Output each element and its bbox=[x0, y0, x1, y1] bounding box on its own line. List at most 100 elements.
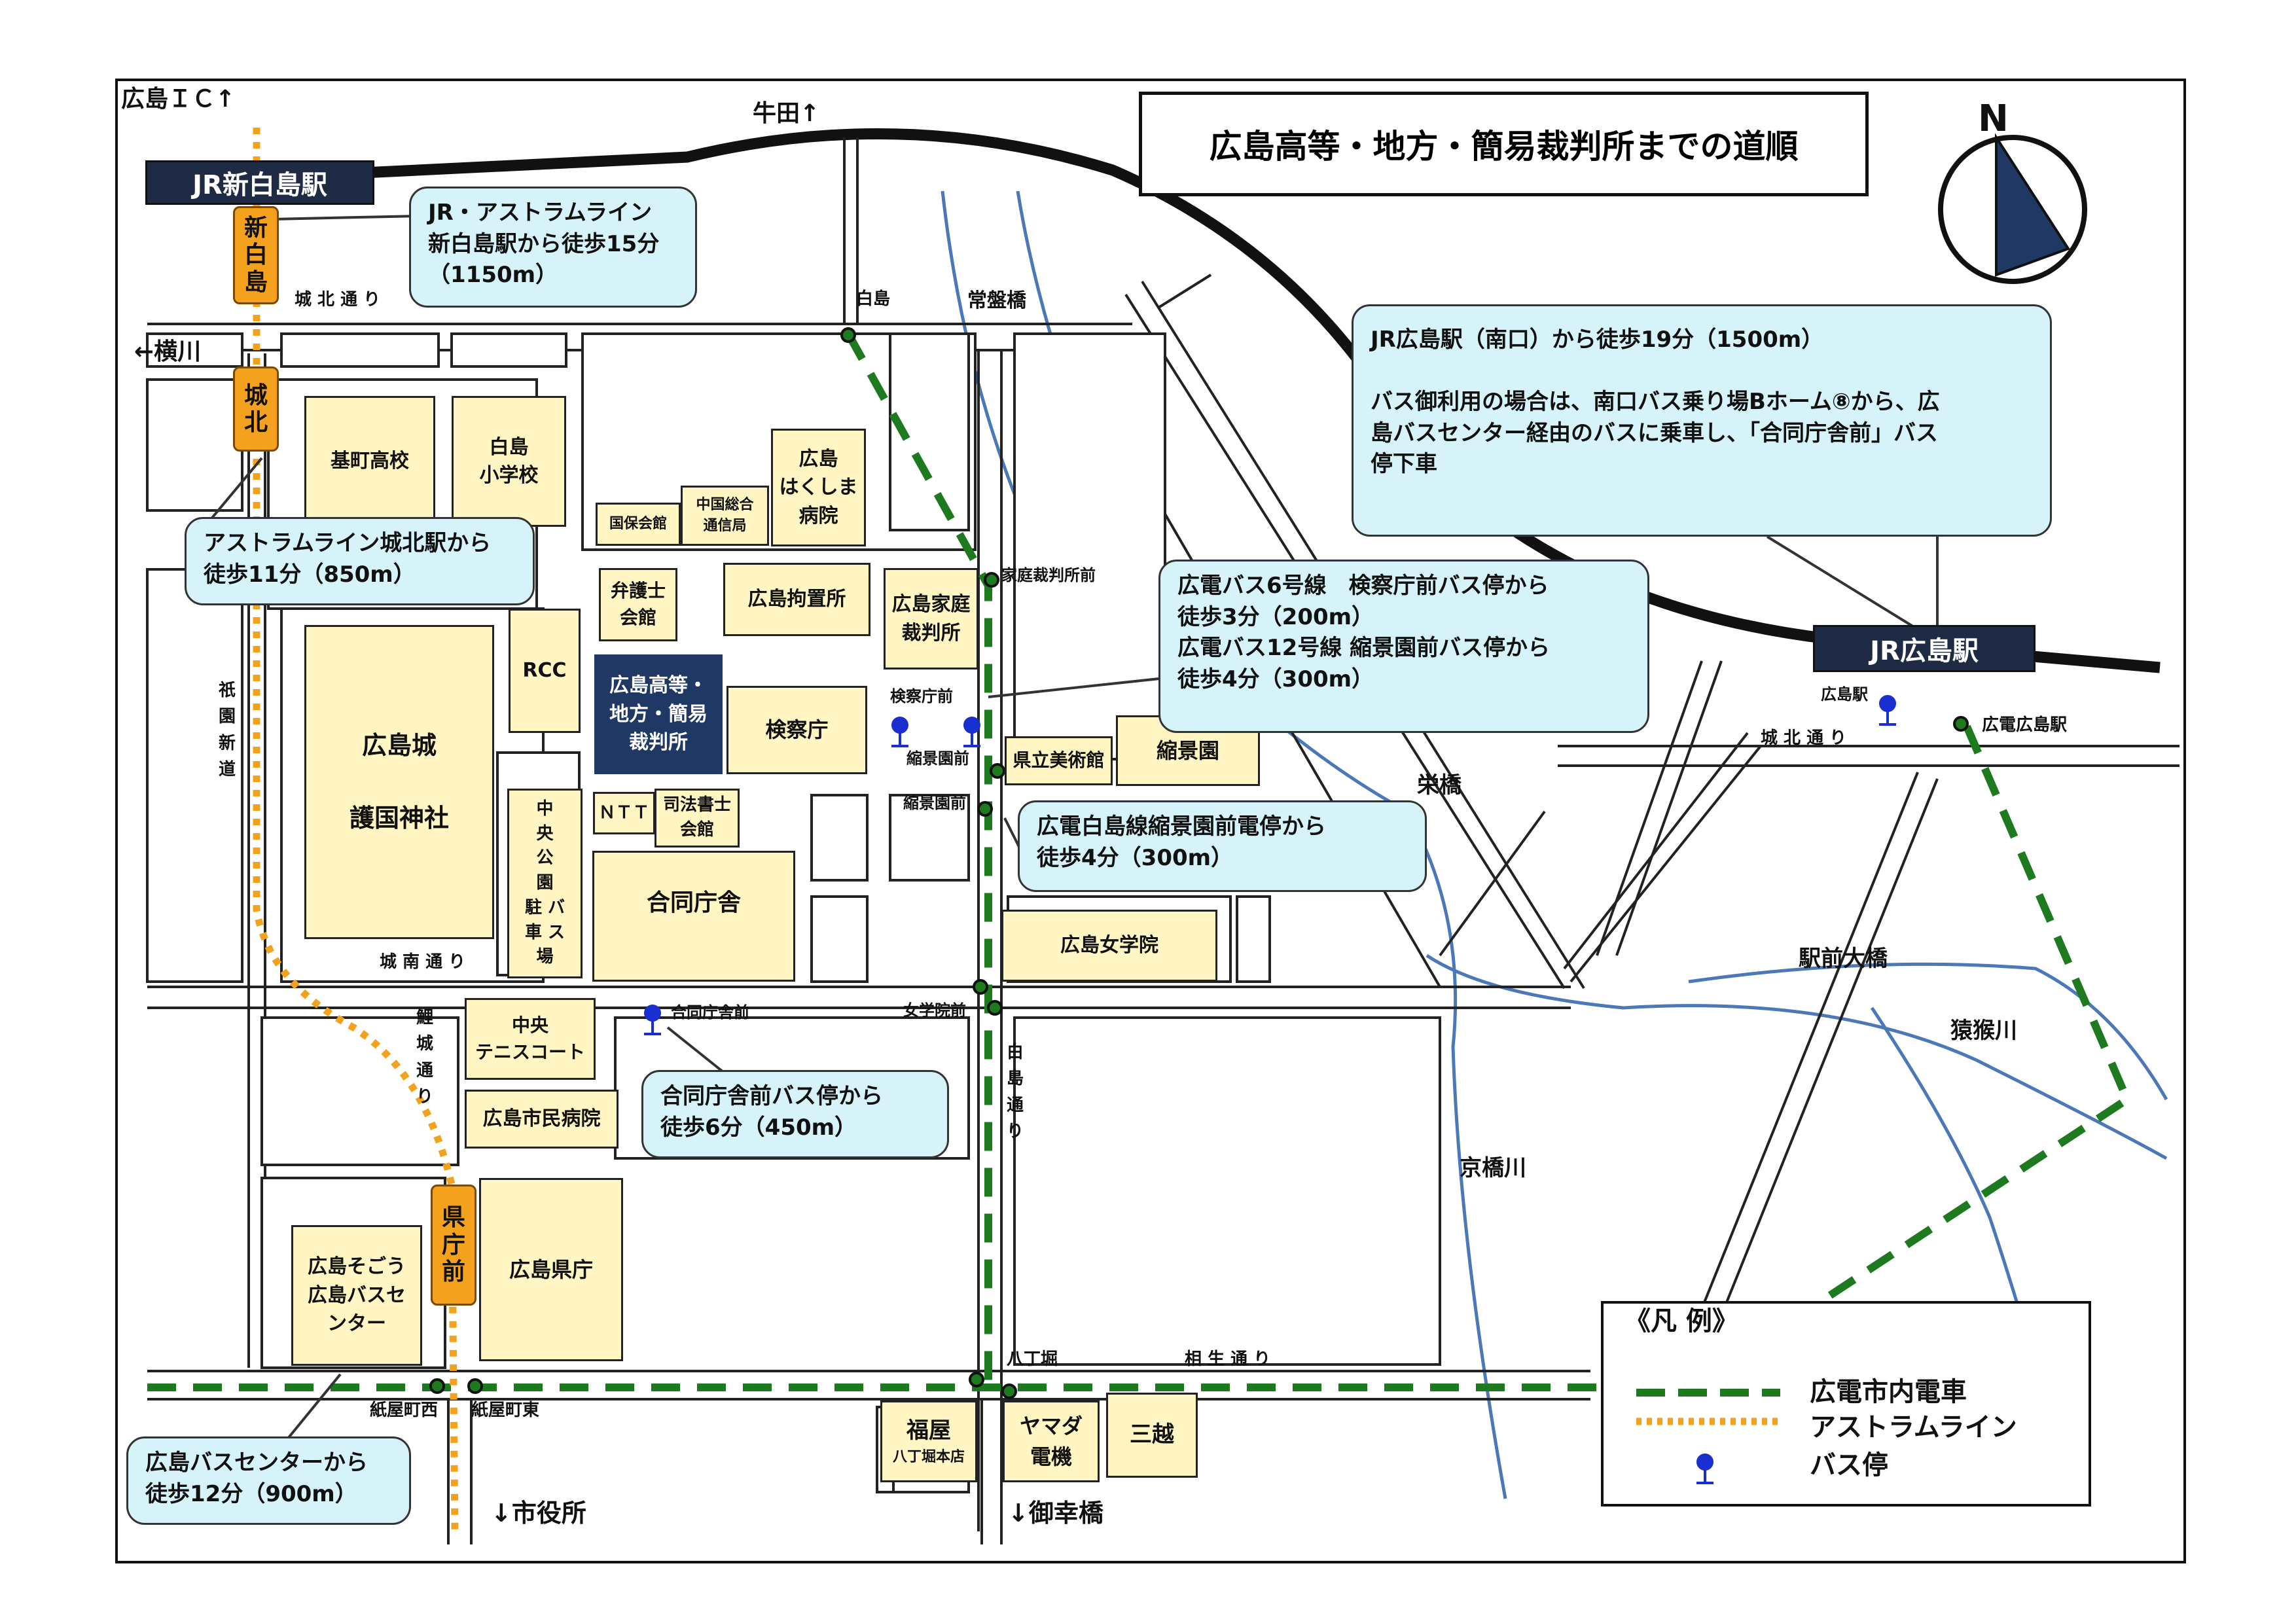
place-hiroden-hiroshima-eki: 広電広島駅 bbox=[1982, 715, 2068, 735]
tram-stop-kamiyacho-w bbox=[429, 1378, 445, 1394]
tram-stop-hakushima bbox=[840, 327, 856, 343]
street-rijo: 鯉 城 通 り bbox=[416, 1008, 434, 1107]
legend-item-tram: 広電市内電車 bbox=[1810, 1377, 1967, 1407]
callout-godochosha-bus: 合同庁舎前バス停から 徒歩6分（450m） bbox=[641, 1070, 949, 1158]
place-jogakuinmae: 女学院前 bbox=[903, 1001, 966, 1020]
north-arrow-icon bbox=[1938, 133, 2087, 284]
fukuya-name: 福屋 bbox=[906, 1417, 951, 1444]
callout-hiroden-bus: 広電バス6号線 検察庁前バス停から 徒歩3分（200m） 広電バス12号線 縮景… bbox=[1158, 560, 1649, 733]
place-shukkeienmae-1: 縮景園前 bbox=[906, 749, 969, 768]
building-fukuya: 福屋 八丁堀本店 bbox=[880, 1400, 977, 1482]
direction-ushita: 牛田↑ bbox=[753, 100, 820, 127]
astram-line bbox=[253, 128, 459, 1532]
callout-jr-hiroshima: JR広島駅（南口）から徒歩19分（1500m） バス御利用の場合は、南口バス乗り… bbox=[1352, 304, 2052, 537]
river-line bbox=[1688, 962, 2168, 1101]
tram-stop-shukkeien bbox=[990, 763, 1005, 779]
building-shihoshoshi-kaikan: 司法書士 会館 bbox=[655, 789, 740, 847]
bus-stop-icon bbox=[1696, 1454, 1713, 1484]
place-kensatsuchomae: 検察庁前 bbox=[890, 687, 953, 705]
tram-stop-jogakuin bbox=[973, 979, 988, 995]
place-ekimae-ohashi: 駅前大橋 bbox=[1799, 946, 1888, 972]
building-mitsukoshi: 三越 bbox=[1106, 1393, 1198, 1478]
place-kyobashigawa: 京橋川 bbox=[1460, 1155, 1526, 1181]
callout-hiroden-tram: 広電白島線縮景園前電停から 徒歩4分（300m） bbox=[1018, 800, 1427, 892]
bus-stop-icon bbox=[1879, 695, 1896, 726]
tram-stop-hatchobori2 bbox=[1001, 1383, 1017, 1399]
building-yamada: ヤマダ 電機 bbox=[1003, 1400, 1100, 1482]
tram-stop-katei bbox=[984, 572, 999, 588]
bus-stop-icon bbox=[644, 1005, 661, 1035]
building-ntt: ＮＴＴ bbox=[593, 792, 655, 834]
bus-stop-icon bbox=[891, 717, 908, 747]
street-johoku-east: 城 北 通 り bbox=[1761, 728, 1847, 748]
legend-title: 《凡 例》 bbox=[1624, 1306, 1738, 1336]
place-hiroshima-eki-stop: 広島駅 bbox=[1821, 685, 1868, 704]
building-shimin-hospital: 広島市民病院 bbox=[465, 1090, 619, 1149]
callout-shinhakushima: JR・アストラムライン 新白島駅から徒歩15分 （1150m） bbox=[409, 187, 697, 308]
building-kenritsu-bijutsukan: 県立美術館 bbox=[1005, 736, 1113, 785]
jr-railway-line bbox=[147, 128, 2161, 673]
map-title: 広島高等・地方・簡易裁判所までの道順 bbox=[1139, 92, 1869, 196]
tram-stop-kamiyacho-e bbox=[467, 1378, 483, 1394]
building-kokuho-kaikan: 国保会館 bbox=[596, 503, 681, 546]
building-sogo-bus-center: 広島そごう 広島バスセ ンター bbox=[291, 1225, 422, 1366]
station-astram-shinhakushima: 新 白 島 bbox=[233, 206, 279, 304]
tram-line-ekimae bbox=[1817, 724, 2132, 1306]
building-kochisho: 広島拘置所 bbox=[723, 563, 870, 636]
building-godochosha: 合同庁舎 bbox=[592, 851, 795, 982]
direction-yokogawa: ←横川 bbox=[134, 338, 202, 365]
place-godochoshamae: 合同庁舎前 bbox=[671, 1003, 749, 1022]
direction-hiroshima-ic: 広島ＩＣ↑ bbox=[121, 86, 236, 113]
station-jr-shinhakushima: JR新白島駅 bbox=[145, 160, 374, 205]
station-jr-hiroshima: JR広島駅 bbox=[1813, 625, 2036, 672]
street-hakushima: 白 島 通 り bbox=[1007, 1043, 1024, 1141]
tram-stop-jogakuin2 bbox=[987, 1000, 1003, 1016]
building-motomachi-hs: 基町高校 bbox=[304, 396, 435, 527]
place-shukkeienmae-2: 縮景園前 bbox=[903, 794, 966, 812]
place-katei-saibanshomae: 家庭裁判所前 bbox=[1001, 566, 1096, 584]
place-hakushima: 白島 bbox=[856, 289, 891, 309]
street-aioi: 相 生 通 り bbox=[1185, 1349, 1271, 1369]
tram-stop-hatchobori bbox=[969, 1372, 984, 1387]
building-rcc: RCC bbox=[509, 609, 581, 733]
place-tokiwabashi: 常盤橋 bbox=[967, 289, 1026, 312]
place-kamiyacho-higashi: 紙屋町東 bbox=[471, 1400, 540, 1420]
callout-pointers bbox=[195, 215, 1939, 1448]
tram-stop-shukkeien2 bbox=[977, 801, 993, 817]
legend-item-astram: アストラムライン bbox=[1810, 1412, 2017, 1442]
river-line bbox=[1426, 954, 2168, 1160]
legend-item-busstop: バス停 bbox=[1810, 1450, 1888, 1480]
building-chugoku-tsushinkyoku: 中国総合 通信局 bbox=[681, 486, 769, 546]
street-gion-shindo: 祇 園 新 道 bbox=[219, 681, 236, 779]
direction-miyukibashi: ↓御幸橋 bbox=[1008, 1499, 1103, 1527]
building-kencho: 広島県庁 bbox=[479, 1178, 623, 1361]
legend-box bbox=[1601, 1301, 2091, 1507]
callout-jyohoku: アストラムライン城北駅から 徒歩11分（850m） bbox=[185, 517, 535, 605]
callout-bus-center: 広島バスセンターから 徒歩12分（900m） bbox=[126, 1436, 411, 1525]
building-hakushima-hospital: 広島 はくしま 病院 bbox=[771, 429, 866, 546]
building-hakushima-es: 白島 小学校 bbox=[452, 396, 566, 527]
tram-stop-hiroden-eki bbox=[1953, 716, 1969, 732]
place-sakaebashi: 栄橋 bbox=[1417, 772, 1462, 798]
place-hatchobori: 八丁堀 bbox=[1007, 1349, 1058, 1369]
station-astram-kenchomae: 県 庁 前 bbox=[431, 1185, 476, 1306]
tram-stops bbox=[429, 327, 1969, 1399]
building-chuo-koen-parking: 中 央 公 園 駐 バ 車 ス 場 bbox=[507, 789, 583, 978]
building-jogakuin: 広島女学院 bbox=[1001, 910, 1217, 982]
street-jonan: 城 南 通 り bbox=[380, 952, 466, 972]
place-kamiyacho-nishi: 紙屋町西 bbox=[370, 1400, 439, 1420]
building-court: 広島高等・ 地方・簡易 裁判所 bbox=[594, 654, 723, 774]
building-bengoshi-kaikan: 弁護士 会館 bbox=[599, 568, 677, 641]
building-katei-saibansho: 広島家庭 裁判所 bbox=[884, 568, 978, 669]
bus-stop-icon bbox=[963, 717, 980, 747]
direction-shiyakusho: ↓市役所 bbox=[491, 1499, 586, 1527]
place-enkogawa: 猿猴川 bbox=[1950, 1018, 2017, 1044]
street-johoku-west: 城 北 通 り bbox=[295, 290, 381, 310]
building-hiroshima-castle: 広島城 護国神社 bbox=[304, 625, 494, 939]
station-astram-jyohoku: 城 北 bbox=[233, 366, 279, 452]
compass-letter: N bbox=[1978, 98, 2009, 140]
fukuya-sub: 八丁堀本店 bbox=[892, 1449, 965, 1466]
building-kensatsucho: 検察庁 bbox=[726, 686, 867, 774]
building-chuo-tennis: 中央 テニスコート bbox=[465, 998, 596, 1080]
